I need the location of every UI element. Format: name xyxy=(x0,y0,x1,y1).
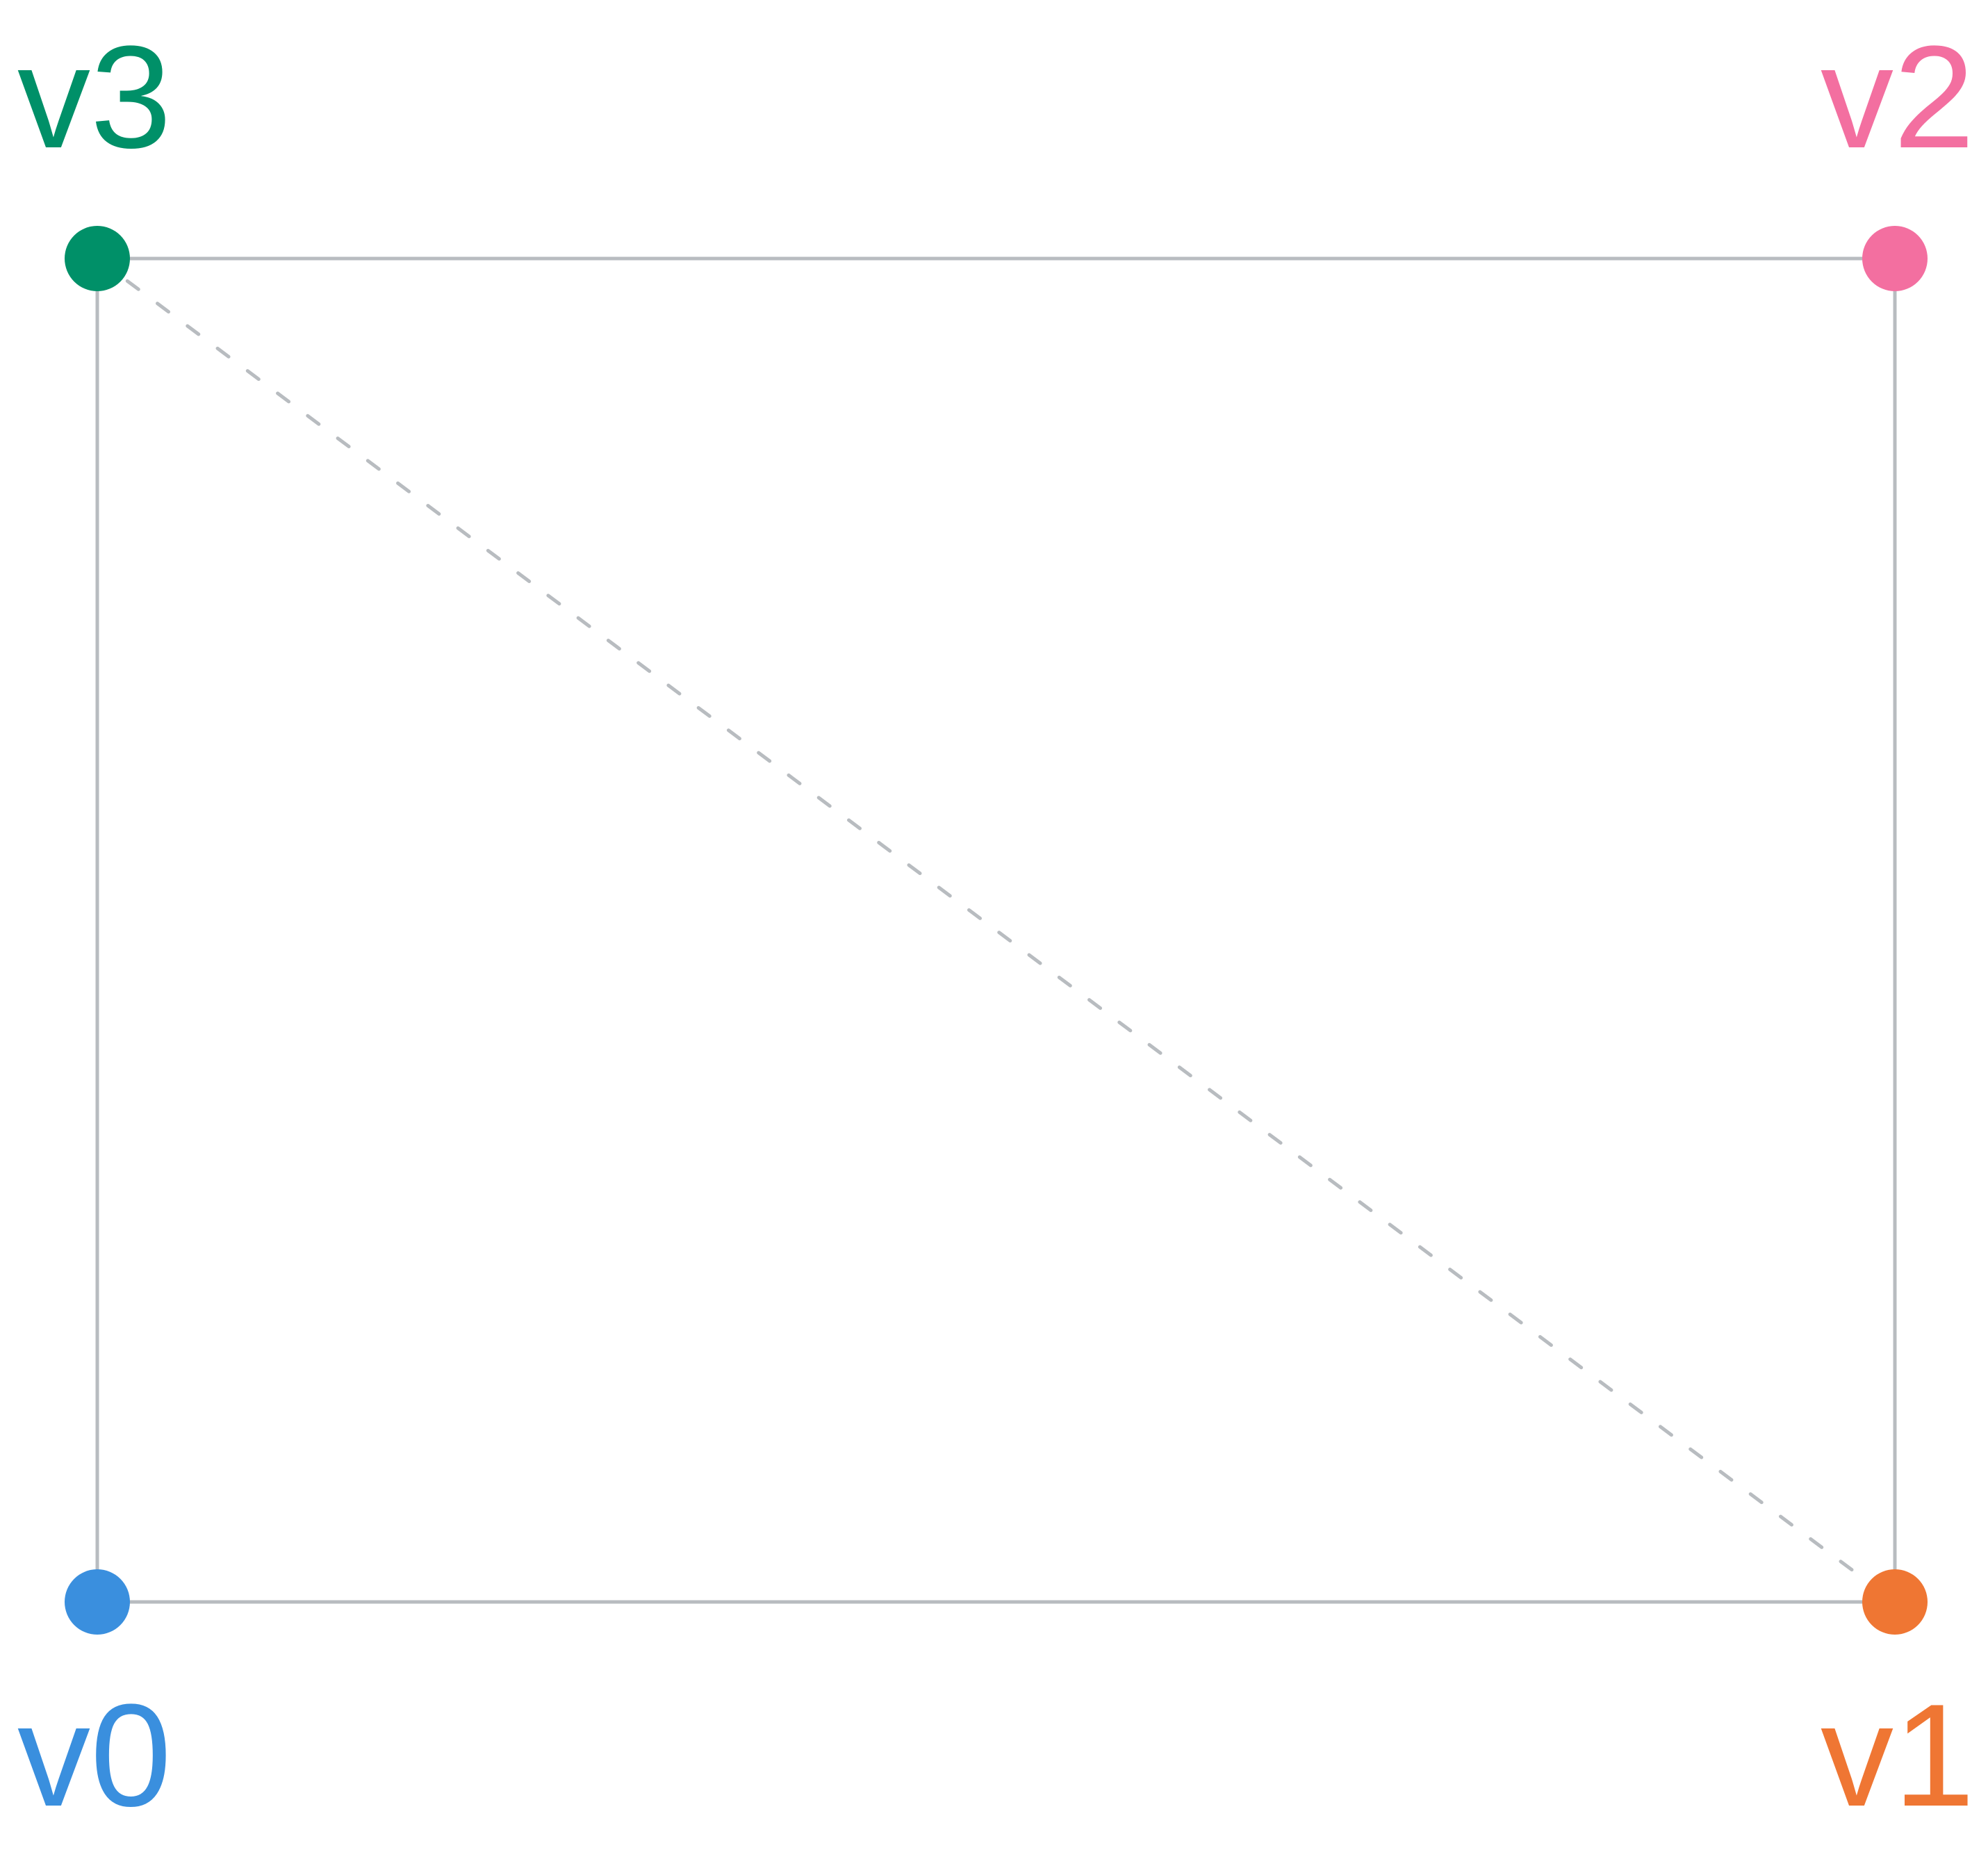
nodes-layer xyxy=(65,226,1928,1635)
node-v2 xyxy=(1862,226,1928,291)
edge-v3-v1-dashed xyxy=(95,256,1897,1604)
label-v1: v1 xyxy=(1821,1674,1975,1837)
node-v1 xyxy=(1862,1569,1928,1635)
node-v0 xyxy=(65,1569,130,1635)
label-v3: v3 xyxy=(17,15,172,179)
label-v2: v2 xyxy=(1821,15,1975,179)
label-v0: v0 xyxy=(17,1674,172,1837)
node-v3 xyxy=(65,226,130,291)
edges-layer xyxy=(95,256,1897,1604)
labels-layer: v0 v1 v2 v3 xyxy=(17,15,1975,1837)
